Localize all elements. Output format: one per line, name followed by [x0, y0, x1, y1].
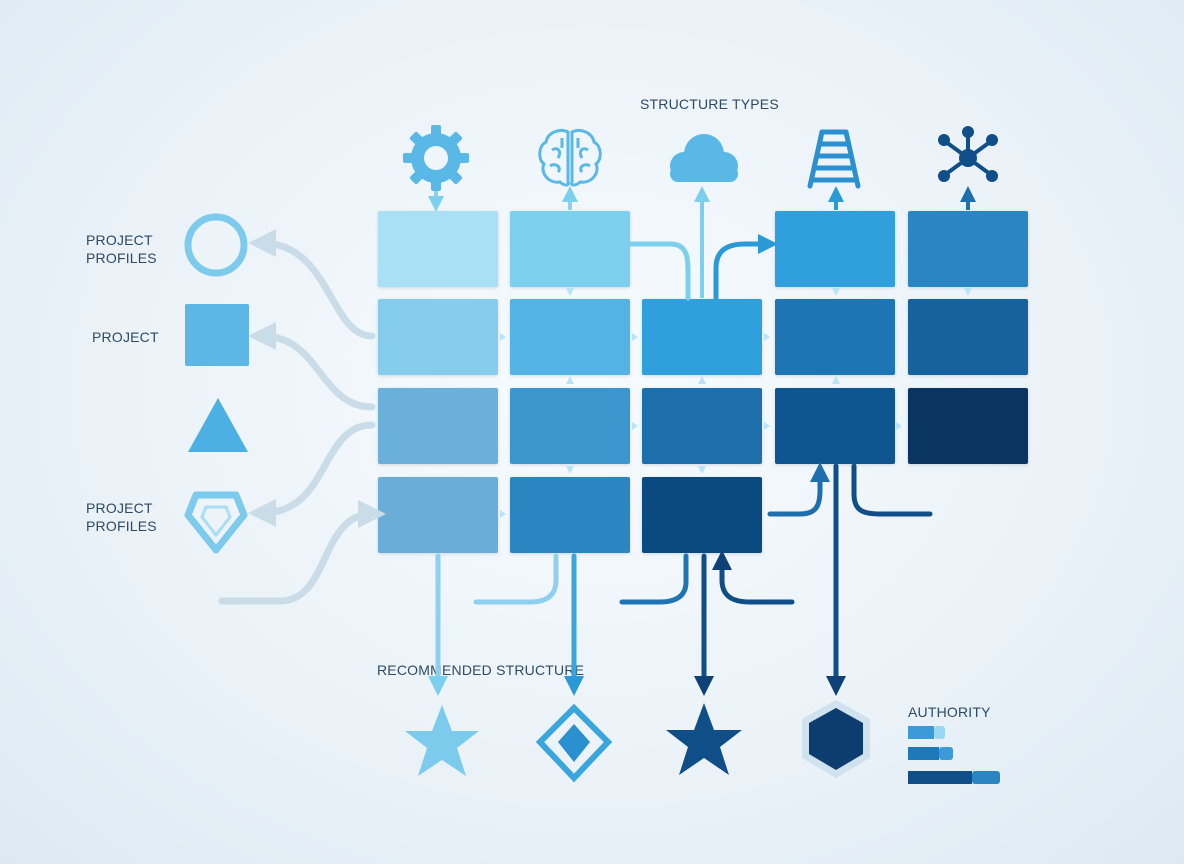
connector-c3-c4 [713, 234, 778, 301]
authority-bars [908, 726, 1000, 784]
network-icon [938, 126, 998, 182]
project-profiles-label-top-line2: PROFILES [86, 250, 157, 266]
grid-cell-r4-c2 [510, 477, 630, 553]
project-profiles-label-bottom-line1: PROJECT [86, 500, 153, 516]
h-arrow [764, 422, 770, 430]
star-filled-icon [666, 703, 742, 775]
gem-icon-inner [200, 505, 232, 538]
gear-icon [403, 125, 469, 191]
connector-gem [248, 421, 376, 527]
ladder-icon [807, 129, 861, 189]
project-profiles-label-bottom: PROJECT PROFILES [86, 499, 176, 535]
brain-icon [538, 128, 602, 187]
h-arrow [632, 422, 638, 430]
hexagon-icon [802, 700, 870, 778]
connector-circle [248, 229, 376, 340]
grid-cell-r1-c1 [378, 211, 498, 287]
v-arrow [698, 376, 706, 384]
curve-col2 [473, 553, 559, 605]
curve-col4-up [767, 462, 830, 517]
connector-c2-c3 [627, 241, 691, 301]
project-profiles-label-top: PROJECT PROFILES [86, 231, 176, 267]
grid-cell-r2-c1 [378, 299, 498, 375]
grid-cell-r3-c2 [510, 388, 630, 464]
authority-label: AUTHORITY [908, 704, 991, 720]
v-arrow [832, 288, 840, 296]
grid-cell-r4-c1 [378, 477, 498, 553]
authority-bar-2-tip [939, 747, 953, 760]
grid-cell-r2-c5 [908, 299, 1028, 375]
authority-bar-3-tip [972, 771, 1000, 784]
authority-bar-1 [908, 726, 934, 739]
grid-cell-r1-c4 [775, 211, 895, 287]
v-arrow [698, 466, 706, 474]
connector-bottom [218, 500, 386, 605]
circle-icon [184, 213, 248, 277]
connector-square [248, 322, 376, 411]
diamond-icon [535, 703, 613, 783]
h-arrow [632, 333, 638, 341]
authority-bar-2 [908, 747, 939, 760]
cross-connectors [627, 234, 778, 301]
h-arrow [500, 333, 506, 341]
grid-cell-r2-c3 [642, 299, 762, 375]
recommended-structure-label: RECOMMENDED STRUCTURE [377, 662, 585, 678]
curve-col4-right [851, 463, 933, 517]
structure-types-label: STRUCTURE TYPES [640, 96, 779, 112]
authority-bar-3 [908, 771, 972, 784]
curve-col3-left [619, 553, 689, 605]
square-icon [185, 304, 249, 366]
grid-cell-r3-c3 [642, 388, 762, 464]
star-icon [405, 705, 479, 776]
cloud-icon [670, 134, 738, 182]
grid-cell-r3-c5 [908, 388, 1028, 464]
grid-cell-r2-c4 [775, 299, 895, 375]
curve-col3-right [712, 550, 795, 605]
grid-cell-r1-c5 [908, 211, 1028, 287]
authority-bar-1-tip [934, 726, 945, 739]
grid-cell-r4-c3 [642, 477, 762, 553]
grid-cell-r2-c2 [510, 299, 630, 375]
project-profiles-label-bottom-line2: PROFILES [86, 518, 157, 534]
grid-cell-r3-c4 [775, 388, 895, 464]
grid-cell-r1-c2 [510, 211, 630, 287]
h-arrow [764, 333, 770, 341]
v-arrow [566, 466, 574, 474]
h-arrow [500, 510, 506, 518]
project-profiles-label-top-line1: PROJECT [86, 232, 153, 248]
grid-cell-r3-c1 [378, 388, 498, 464]
v-arrow [832, 376, 840, 384]
triangle-icon [188, 398, 248, 452]
v-arrow [566, 288, 574, 296]
gem-icon [184, 491, 248, 554]
left-connectors [218, 229, 386, 605]
project-label: PROJECT [92, 329, 159, 345]
v-arrow [566, 376, 574, 384]
v-arrow [964, 288, 972, 296]
h-arrow [896, 422, 902, 430]
